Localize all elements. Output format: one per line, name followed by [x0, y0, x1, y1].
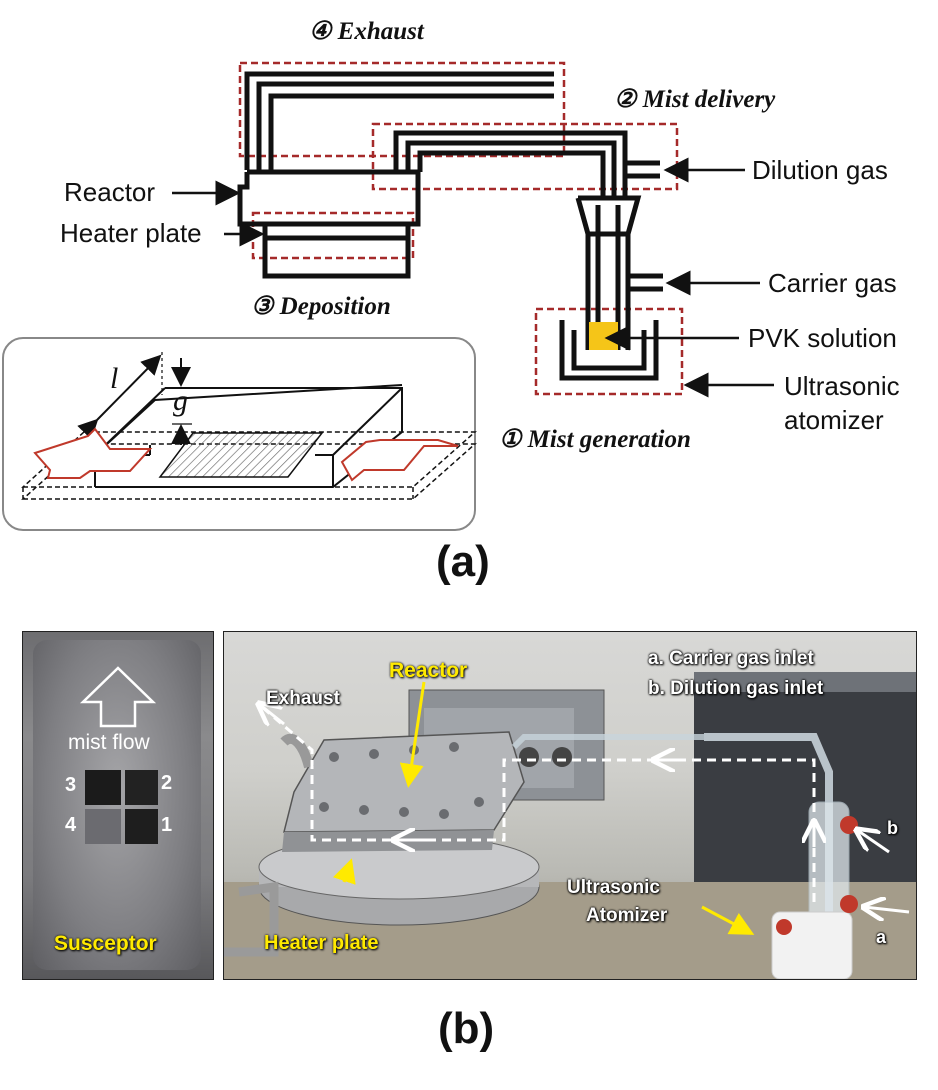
photo-label-reactor: Reactor — [389, 659, 468, 682]
delivery-box — [371, 122, 679, 191]
apparatus-photo: a. Carrier gas inlet b. Dilution gas inl… — [223, 631, 917, 980]
atomizer-inner — [571, 330, 647, 371]
mist-flow-label: mist flow — [68, 731, 150, 754]
label-reactor: Reactor — [64, 177, 156, 207]
inset-substrate — [158, 432, 324, 478]
panel-b-letter: (b) — [438, 1004, 495, 1053]
photo-marker-b: b — [887, 818, 898, 838]
delivery-pipe-mid — [405, 140, 617, 196]
schematic-diagram — [2, 61, 774, 531]
step-exhaust: ④ Exhaust — [309, 18, 424, 45]
sample-1 — [125, 809, 158, 844]
label-ultrasonic: Ultrasonic — [784, 371, 900, 401]
susceptor-photo: mist flow 3 2 4 1 Susceptor — [22, 631, 214, 980]
step-mist-delivery: ② Mist delivery — [614, 86, 776, 113]
sample-2 — [125, 770, 158, 805]
step-mist-generation: ① Mist generation — [499, 426, 691, 453]
exhaust-pipe-inner — [268, 93, 554, 170]
susceptor-caption: Susceptor — [54, 932, 157, 955]
funnel — [575, 195, 642, 237]
label-heater-plate: Heater plate — [60, 218, 202, 248]
inset-gap-symbol: g — [173, 384, 188, 417]
panel-a-letter: (a) — [436, 537, 490, 586]
inset-flow-arrow-right — [340, 439, 459, 482]
reactor-body — [237, 169, 421, 227]
sample-number-1: 1 — [161, 814, 173, 836]
flow-path — [261, 705, 816, 902]
inset-length-symbol: l — [110, 362, 119, 395]
photo-label-exhaust: Exhaust — [266, 688, 340, 709]
photo-marker-a: a — [876, 927, 887, 947]
label-carrier-gas: Carrier gas — [768, 268, 897, 298]
delivery-pipe-inner — [417, 150, 606, 196]
exhaust-pipe-mid — [256, 81, 554, 170]
legend-carrier-inlet: a. Carrier gas inlet — [648, 648, 814, 669]
sample-number-2: 2 — [161, 772, 173, 794]
sample-number-4: 4 — [65, 814, 77, 836]
heater-plate — [262, 221, 411, 279]
label-dilution-gas: Dilution gas — [752, 155, 888, 185]
mist-flow-arrow-icon — [79, 666, 158, 844]
step-deposition: ③ Deposition — [251, 293, 391, 320]
legend-dilution-inlet: b. Dilution gas inlet — [648, 678, 824, 699]
atomizer-outer — [559, 320, 659, 381]
sample-4 — [85, 809, 121, 844]
pvk-solution-fill — [589, 322, 618, 350]
inset-flow-arrow-left — [33, 427, 153, 479]
photo-label-ultrasonic: Ultrasonic — [567, 877, 660, 898]
sample-3 — [85, 770, 121, 805]
sample-number-3: 3 — [65, 774, 77, 796]
label-atomizer: atomizer — [784, 405, 884, 435]
photo-label-heater-plate: Heater plate — [264, 932, 379, 954]
generation-box — [534, 307, 684, 396]
apparatus-scene — [224, 672, 916, 979]
exhaust-box — [238, 61, 566, 158]
exhaust-pipe-outer — [244, 71, 554, 170]
label-pvk-solution: PVK solution — [748, 323, 897, 353]
photo-label-atomizer: Atomizer — [586, 905, 668, 926]
